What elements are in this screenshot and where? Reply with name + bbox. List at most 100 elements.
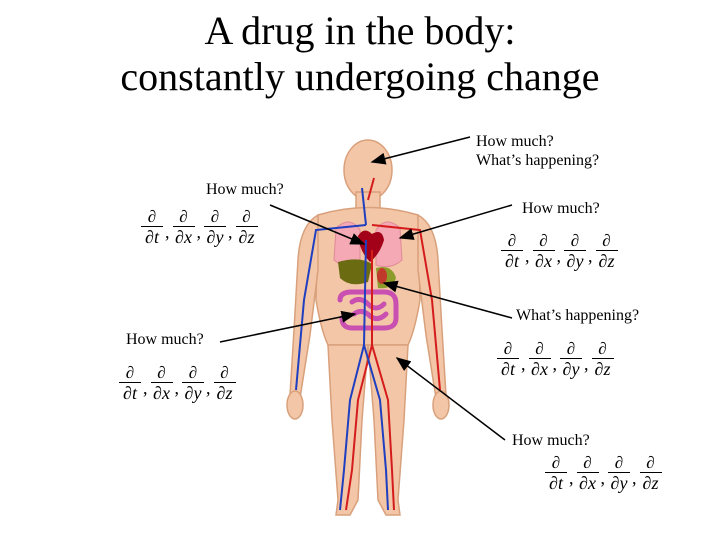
fraction-bar xyxy=(497,358,519,359)
partial-numerator: ∂ xyxy=(566,339,576,358)
pointer-arrows xyxy=(219,136,513,441)
fraction-bar xyxy=(172,226,195,227)
separator-comma: , xyxy=(600,468,606,488)
fraction-bar xyxy=(204,226,226,227)
partial-derivative-t: ∂∂t xyxy=(141,208,163,247)
partial-numerator: ∂ xyxy=(179,207,188,226)
arrow-to-leg xyxy=(395,357,506,441)
separator-comma: , xyxy=(525,246,530,266)
partial-derivative-x: ∂∂x xyxy=(150,363,173,403)
arteries xyxy=(345,177,441,511)
partial-numerator: ∂ xyxy=(535,339,544,358)
fraction-bar xyxy=(591,358,614,359)
partial-numerator: ∂ xyxy=(646,453,655,472)
fraction-bar xyxy=(141,226,163,227)
label-top-right-line2: What’s happening? xyxy=(476,152,600,169)
partial-numerator: ∂ xyxy=(242,207,251,226)
fraction-bar xyxy=(119,382,141,383)
partial-denominator: ∂y xyxy=(610,473,628,493)
partial-derivative-z: ∂∂z xyxy=(639,453,662,493)
partial-numerator: ∂ xyxy=(220,363,229,382)
partial-numerator: ∂ xyxy=(539,231,548,250)
label-lower-left: How much? xyxy=(126,331,204,348)
separator-comma: , xyxy=(632,468,637,488)
partial-denominator: ∂z xyxy=(216,383,233,403)
separator-comma: , xyxy=(552,354,558,374)
partial-denominator: ∂t xyxy=(123,383,137,403)
label-top-right: How much? What’s happening? xyxy=(476,132,599,170)
fraction-bar xyxy=(213,382,236,383)
partial-derivative-y: ∂∂y xyxy=(560,340,582,379)
partial-numerator: ∂ xyxy=(570,231,580,250)
partial-denominator: ∂z xyxy=(598,251,615,271)
partial-denominator: ∂y xyxy=(184,383,202,403)
partial-denominator: ∂t xyxy=(505,251,519,271)
partial-denominator: ∂y xyxy=(206,227,224,247)
fraction-bar xyxy=(532,250,555,251)
separator-comma: , xyxy=(521,354,526,374)
arrow-to-kidney xyxy=(382,280,513,319)
partial-derivative-y: ∂∂y xyxy=(204,208,226,247)
partial-numerator: ∂ xyxy=(503,339,513,358)
partial-derivative-y: ∂∂y xyxy=(182,364,204,403)
partial-derivative-z: ∂∂z xyxy=(591,339,614,379)
partial-denominator: ∂t xyxy=(549,473,563,493)
partial-derivatives-upper-left: ∂∂t,∂∂x,∂∂y,∂∂z xyxy=(140,208,259,247)
partial-derivative-t: ∂∂t xyxy=(119,364,141,403)
label-middle-right: What’s happening? xyxy=(516,307,640,324)
fraction-bar xyxy=(639,472,662,473)
separator-comma: , xyxy=(143,378,148,398)
fraction-bar xyxy=(501,250,523,251)
partial-denominator: ∂x xyxy=(153,383,170,403)
partial-derivative-y: ∂∂y xyxy=(564,232,586,271)
partial-derivative-x: ∂∂x xyxy=(576,453,599,493)
arrow-to-intestine xyxy=(219,310,357,343)
partial-denominator: ∂t xyxy=(145,227,159,247)
label-upper-right: How much? xyxy=(522,200,600,217)
fraction-bar xyxy=(576,472,599,473)
arrow-to-lung xyxy=(398,204,513,240)
partial-derivative-x: ∂∂x xyxy=(532,231,555,271)
separator-comma: , xyxy=(206,378,211,398)
title-line-1: A drug in the body: xyxy=(204,8,516,53)
partial-derivative-x: ∂∂x xyxy=(172,207,195,247)
fraction-bar xyxy=(564,250,586,251)
page-title: A drug in the body: constantly undergoin… xyxy=(0,8,720,100)
partial-derivative-t: ∂∂t xyxy=(497,340,519,379)
separator-comma: , xyxy=(588,246,593,266)
partial-numerator: ∂ xyxy=(210,207,220,226)
partial-derivatives-bottom-right: ∂∂t,∂∂x,∂∂y,∂∂z xyxy=(544,454,663,493)
partial-derivative-z: ∂∂z xyxy=(213,363,236,403)
partial-derivative-y: ∂∂y xyxy=(608,454,630,493)
fraction-bar xyxy=(235,226,258,227)
arrow-to-head xyxy=(370,136,471,165)
partial-numerator: ∂ xyxy=(147,207,157,226)
label-upper-left: How much? xyxy=(206,181,284,198)
partial-derivative-t: ∂∂t xyxy=(501,232,523,271)
arrow-to-heart xyxy=(269,204,366,245)
separator-comma: , xyxy=(556,246,562,266)
fraction-bar xyxy=(608,472,630,473)
partial-numerator: ∂ xyxy=(583,453,592,472)
fraction-bar xyxy=(150,382,173,383)
label-top-right-line1: How much? xyxy=(476,133,554,150)
separator-comma: , xyxy=(196,222,202,242)
partial-numerator: ∂ xyxy=(125,363,135,382)
partial-numerator: ∂ xyxy=(188,363,198,382)
partial-derivatives-lower-left: ∂∂t,∂∂x,∂∂y,∂∂z xyxy=(118,364,237,403)
fraction-bar xyxy=(545,472,567,473)
separator-comma: , xyxy=(228,222,233,242)
partial-numerator: ∂ xyxy=(507,231,517,250)
partial-denominator: ∂z xyxy=(594,359,611,379)
liver xyxy=(338,259,372,285)
partial-numerator: ∂ xyxy=(157,363,166,382)
fraction-bar xyxy=(528,358,551,359)
partial-denominator: ∂y xyxy=(566,251,584,271)
partial-derivative-x: ∂∂x xyxy=(528,339,551,379)
partial-derivatives-middle-right: ∂∂t,∂∂x,∂∂y,∂∂z xyxy=(496,340,615,379)
partial-numerator: ∂ xyxy=(598,339,607,358)
separator-comma: , xyxy=(569,468,574,488)
partial-denominator: ∂x xyxy=(535,251,552,271)
partial-denominator: ∂t xyxy=(501,359,515,379)
partial-denominator: ∂x xyxy=(579,473,596,493)
